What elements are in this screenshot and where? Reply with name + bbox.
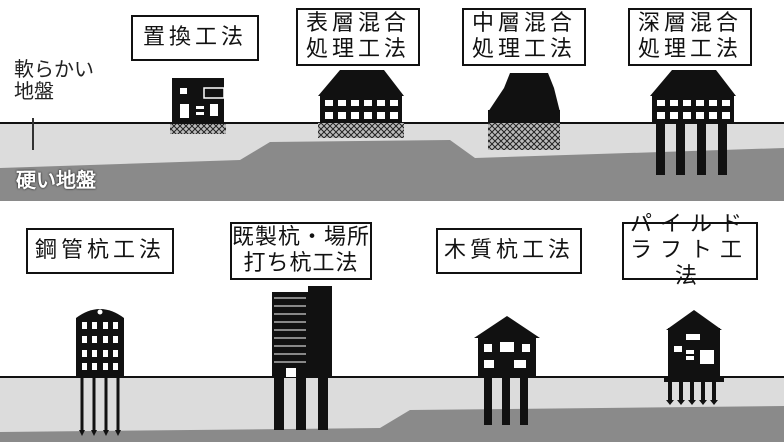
structure-mid-mixing xyxy=(488,73,560,150)
label-mid-mixing: 中層混合 処理工法 xyxy=(462,8,586,66)
hard-ground-top xyxy=(0,140,784,201)
label-steel-pipe-pile: 鋼管杭工法 xyxy=(26,228,174,274)
hard-ground-label: 硬い地盤 xyxy=(16,168,96,192)
building-piled-raft xyxy=(664,310,724,405)
building-steel-pipe-pile xyxy=(76,309,124,436)
label-wooden-pile: 木質杭工法 xyxy=(436,228,582,274)
soft-ground-label: 軟らかい 地盤 xyxy=(14,57,94,103)
label-deep-mixing: 深層混合 処理工法 xyxy=(628,8,752,66)
building-surface-mixing xyxy=(318,70,404,138)
label-replacement: 置換工法 xyxy=(131,15,259,61)
hard-ground-bottom xyxy=(0,406,784,442)
label-tower-pile: 既製杭・場所 打ち杭工法 xyxy=(230,222,372,280)
label-piled-raft: パイルド ラフト工法 xyxy=(622,212,758,289)
label-surface-mixing: 表層混合 処理工法 xyxy=(296,8,420,66)
building-replacement xyxy=(170,78,226,134)
building-wooden-pile xyxy=(474,316,540,425)
building-deep-mixing xyxy=(650,70,736,175)
building-tower-pile xyxy=(272,286,332,430)
